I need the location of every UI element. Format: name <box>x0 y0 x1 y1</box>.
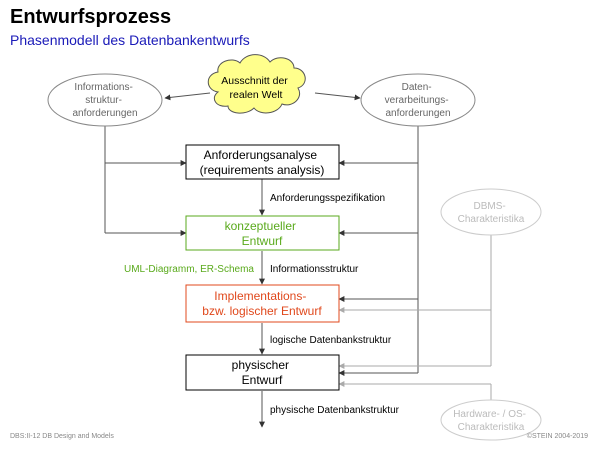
dbms-characteristics-node: DBMS- Charakteristika <box>440 188 542 236</box>
label-requirements-spec: Anforderungsspezifikation <box>270 193 385 204</box>
data-requirements-node: Daten- verarbeitungs- anforderungen <box>360 73 476 127</box>
data-requirements-label: Daten- verarbeitungs- anforderungen <box>385 82 452 119</box>
requirements-analysis-box: Anforderungsanalyse (requirements analys… <box>185 144 340 180</box>
footer-course-info: DBS:II-12 DB Design and Models <box>10 433 114 440</box>
gray-connectors <box>338 235 492 401</box>
physical-design-label: physischer Entwurf <box>232 358 293 387</box>
page-subtitle: Phasenmodell des Datenbankentwurfs <box>10 32 250 48</box>
label-physical-db-structure: physische Datenbankstruktur <box>270 405 400 416</box>
logical-design-box: Implementations- bzw. logischer Entwurf <box>185 284 340 323</box>
arrow-cloud-to-data-req <box>314 92 361 101</box>
label-logical-db-structure: logische Datenbankstruktur <box>270 335 392 346</box>
page-title: Entwurfsprozess <box>10 6 172 28</box>
hardware-characteristics-node: Hardware- / OS- Charakteristika <box>440 399 542 441</box>
connectors <box>104 92 419 428</box>
logical-design-label: Implementations- bzw. logischer Entwurf <box>202 289 322 318</box>
info-requirements-node: Informations- struktur- anforderungen <box>47 73 163 127</box>
hardware-characteristics-label: Hardware- / OS- Charakteristika <box>453 409 529 433</box>
cloud-label: Ausschnitt der realen Welt <box>221 75 290 101</box>
dbms-characteristics-label: DBMS- Charakteristika <box>458 201 525 225</box>
arrow-cloud-to-info-req <box>164 92 211 101</box>
label-information-structure: Informationsstruktur <box>270 264 359 275</box>
label-uml-er-schema: UML-Diagramm, ER-Schema <box>124 264 254 275</box>
physical-design-box: physischer Entwurf <box>185 354 340 391</box>
real-world-cloud: Ausschnitt der realen Welt <box>207 54 306 114</box>
cloud-shape <box>207 54 306 114</box>
conceptual-design-label: konzeptueller Entwurf <box>225 219 300 248</box>
footer-copyright: ©STEIN 2004-2019 <box>526 433 588 440</box>
info-requirements-label: Informations- struktur- anforderungen <box>72 82 137 119</box>
conceptual-design-box: konzeptueller Entwurf <box>185 215 340 251</box>
requirements-analysis-label: Anforderungsanalyse (requirements analys… <box>200 148 325 177</box>
